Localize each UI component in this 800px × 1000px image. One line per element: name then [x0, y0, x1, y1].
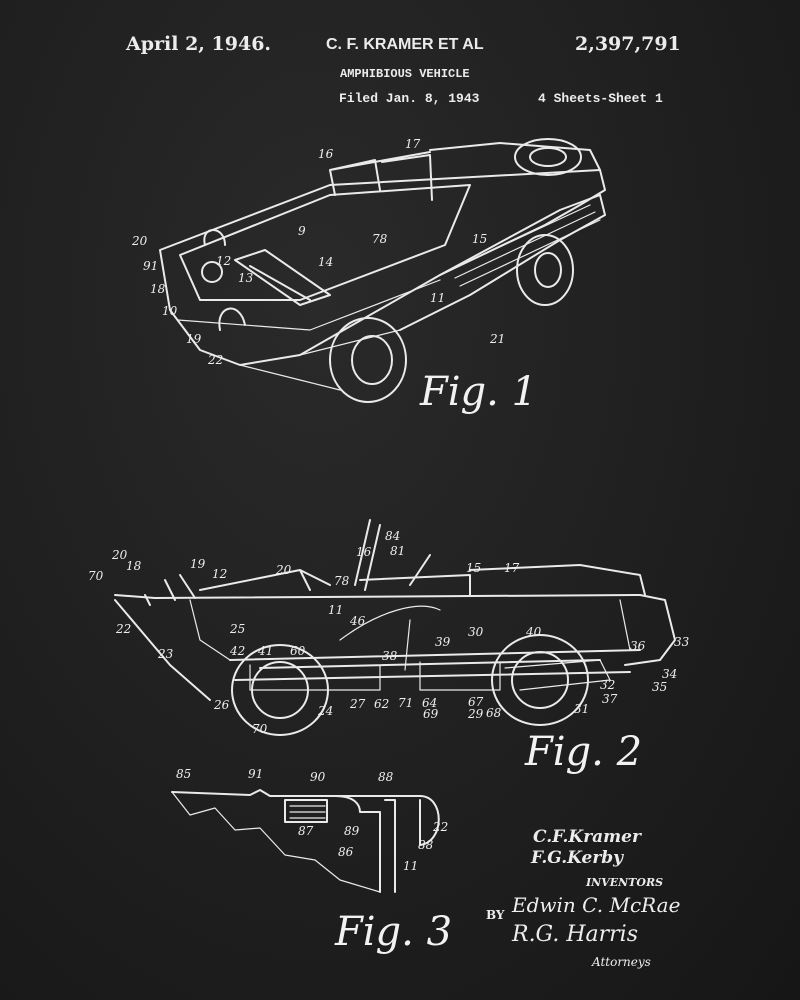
fig2-ref-numeral: 15	[466, 561, 481, 575]
fig3-ref-numeral: 86	[338, 845, 354, 859]
fig3-ref-numeral: 91	[248, 767, 263, 781]
fig2-ref-numeral: 24	[317, 704, 333, 718]
fig2-ref-numeral: 26	[213, 698, 230, 712]
by-label: BY	[486, 908, 505, 922]
fig2-ref-numeral: 64	[422, 696, 437, 710]
fig1-ref-numeral: 21	[489, 332, 505, 346]
patent-number: 2,397,791	[575, 33, 681, 55]
fig1-ref-numeral: 13	[238, 271, 254, 285]
fig1-ref-numeral: 14	[318, 255, 333, 269]
fig2-ref-numeral: 70	[88, 569, 104, 583]
fig3-section-drawing: Fig. 3	[171, 789, 452, 955]
fig2-label: Fig. 2	[524, 729, 642, 775]
fig2-ref-numeral: 71	[398, 696, 413, 710]
fig3-ref-numeral: 11	[403, 859, 418, 873]
fig2-ref-numeral: 17	[504, 561, 520, 575]
fig1-ref-numeral: 19	[186, 332, 202, 346]
fig2-ref-numeral: 30	[468, 625, 484, 639]
fig2-ref-numeral: 20	[275, 563, 292, 577]
fig2-ref-numeral: 18	[126, 559, 142, 573]
fig3-ref-numeral: 88	[418, 838, 434, 852]
fig2-ref-numeral: 29	[467, 707, 484, 721]
fig3-ref-numeral: 89	[344, 824, 360, 838]
fig1-ref-numeral: 18	[150, 282, 166, 296]
fig2-ref-numeral: 69	[423, 707, 439, 721]
fig1-ref-numeral: 91	[143, 259, 158, 273]
attorney-signature-1: Edwin C. McRae	[512, 893, 681, 917]
sheet-count: 4 Sheets-Sheet 1	[538, 91, 663, 106]
fig2-ref-numeral: 41	[257, 644, 273, 658]
inventor-line: C. F. KRAMER ET AL	[326, 36, 484, 53]
fig2-ref-numeral: 23	[157, 647, 174, 661]
inventors-label: INVENTORS	[586, 876, 664, 889]
fig2-ref-numeral: 67	[468, 695, 484, 709]
fig2-ref-numeral: 22	[115, 622, 131, 636]
attorneys-label: Attorneys	[592, 955, 651, 969]
patent-title: AMPHIBIOUS VEHICLE	[340, 67, 470, 81]
fig3-ref-numeral: 85	[176, 767, 191, 781]
fig2-ref-numeral: 19	[190, 557, 206, 571]
attorney-signature-2: R.G. Harris	[512, 922, 638, 947]
fig1-ref-numeral: 11	[430, 291, 445, 305]
fig1-label: Fig. 1	[419, 369, 537, 415]
fig3-ref-numeral: 88	[378, 770, 394, 784]
fig3-ref-numeral: 90	[310, 770, 326, 784]
fig3-label: Fig. 3	[334, 909, 452, 955]
inventor-name-2: F.G.Kerby	[531, 848, 624, 868]
fig2-vehicle-drawing: Fig. 2	[114, 519, 676, 775]
patent-date: April 2, 1946.	[126, 33, 272, 55]
fig2-ref-numeral: 16	[356, 545, 372, 559]
fig2-ref-numeral: 68	[486, 706, 502, 720]
fig2-ref-numeral: 60	[290, 644, 306, 658]
fig2-ref-numeral: 78	[334, 574, 350, 588]
fig1-ref-numeral: 78	[372, 232, 388, 246]
fig2-ref-numeral: 62	[374, 697, 389, 711]
fig2-ref-numeral: 20	[111, 548, 128, 562]
fig2-ref-numeral: 84	[385, 529, 400, 543]
fig2-ref-numeral: 37	[602, 692, 618, 706]
fig2-ref-numeral: 35	[652, 680, 667, 694]
fig1-ref-numeral: 10	[162, 304, 178, 318]
fig2-ref-numeral: 81	[390, 544, 405, 558]
fig2-ref-numeral: 40	[525, 625, 542, 639]
fig2-ref-numeral: 39	[435, 635, 451, 649]
fig2-ref-numeral: 38	[382, 649, 398, 663]
fig2-ref-numeral: 36	[630, 639, 646, 653]
fig2-ref-numeral: 34	[662, 667, 677, 681]
fig3-ref-numeral: 87	[298, 824, 314, 838]
filed-date: Filed Jan. 8, 1943	[339, 91, 480, 106]
fig1-ref-numeral: 20	[131, 234, 148, 248]
fig1-ref-numeral: 15	[472, 232, 487, 246]
fig2-ref-numeral: 11	[328, 603, 343, 617]
fig2-ref-numeral: 42	[229, 644, 245, 658]
inventor-name-1: C.F.Kramer	[533, 827, 641, 847]
fig2-ref-numeral: 25	[229, 622, 245, 636]
fig2-ref-numeral: 70	[252, 722, 268, 736]
fig2-ref-numeral: 32	[600, 678, 615, 692]
fig2-ref-numeral: 27	[349, 697, 366, 711]
fig2-ref-numeral: 12	[212, 567, 227, 581]
fig2-ref-numeral: 33	[674, 635, 690, 649]
fig2-ref-numeral: 46	[349, 614, 366, 628]
fig1-ref-numeral: 16	[318, 147, 334, 161]
fig3-ref-numeral: 22	[432, 820, 448, 834]
fig1-ref-numeral: 12	[216, 254, 231, 268]
fig2-ref-numeral: 31	[574, 702, 589, 716]
fig1-ref-numeral: 9	[298, 224, 306, 238]
fig1-vehicle-drawing: Fig. 1	[159, 138, 606, 415]
fig1-ref-numeral: 17	[405, 137, 421, 151]
fig1-ref-numeral: 22	[207, 353, 223, 367]
